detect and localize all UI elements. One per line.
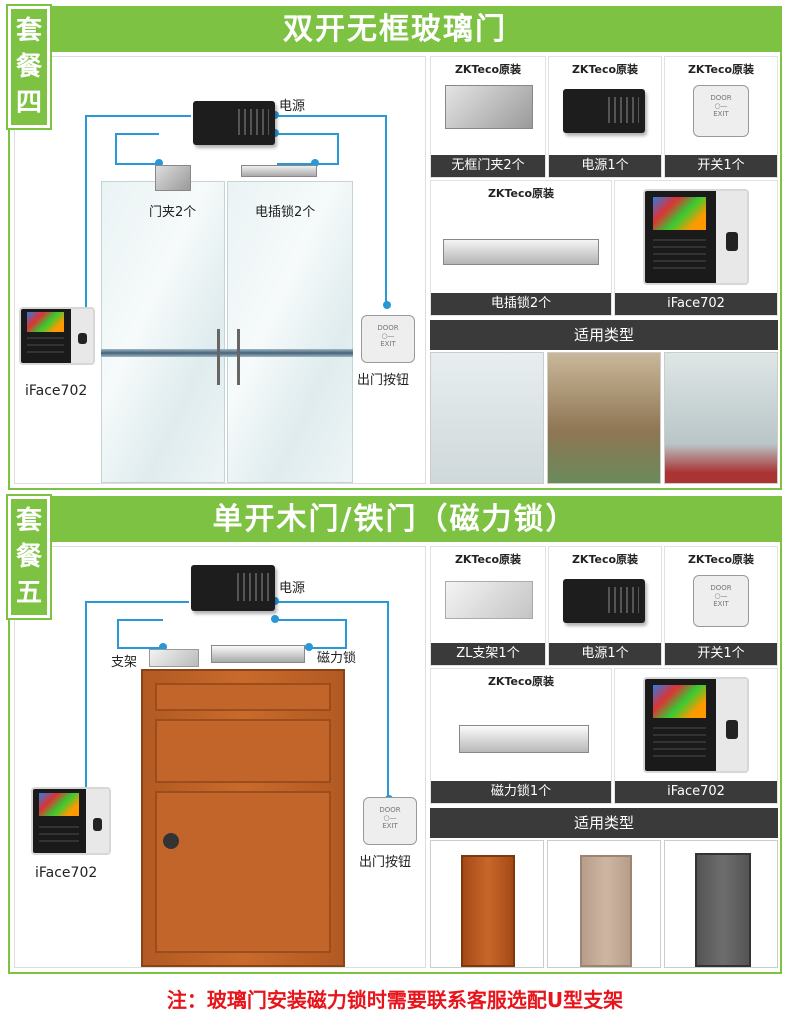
component-list: ZKTeco原装 无框门夹2个 ZKTeco原装 电源1个 ZKTeco原装 开… (430, 56, 778, 484)
electric-bolt-image (443, 239, 599, 265)
clamp-label: 门夹2个 (149, 205, 197, 220)
wire-connector (311, 159, 319, 167)
wire (85, 115, 191, 311)
glass-door-photo (547, 352, 661, 484)
device-label: iFace702 (25, 383, 88, 399)
exit-button-label: 出门按钮 (359, 855, 412, 870)
item-electric-bolt: ZKTeco原装 电插锁2个 (430, 180, 612, 316)
iface702-image (643, 189, 749, 285)
magnetic-lock-image (459, 725, 589, 753)
package-title: 单开木门/铁门（磁力锁） (212, 502, 578, 537)
item-exit-switch: ZKTeco原装 开关1个 (664, 546, 778, 666)
iface702-image (643, 677, 749, 773)
glass-door-rail (101, 349, 353, 357)
wire-connector (305, 643, 313, 651)
wire-connector (159, 643, 167, 651)
item-zl-bracket: ZKTeco原装 ZL支架1个 (430, 546, 546, 666)
magnetic-lock (211, 645, 305, 663)
item-power-supply: ZKTeco原装 电源1个 (548, 546, 662, 666)
glass-door-photo (664, 352, 778, 484)
installation-note: 注：玻璃门安装磁力锁时需要联系客服选配U型支架 (166, 988, 624, 1012)
power-supply-image (563, 89, 645, 133)
iface702-device (31, 787, 111, 855)
exit-button (363, 797, 417, 845)
glass-clamp (155, 165, 191, 191)
steel-door-photo (664, 840, 778, 968)
wire (85, 601, 189, 803)
package-tag: 套 餐 五 (6, 494, 52, 620)
power-supply-image (563, 579, 645, 623)
wood-door-photo (430, 840, 544, 968)
wire (277, 133, 339, 165)
bracket (149, 649, 199, 667)
component-list: ZKTeco原装 ZL支架1个 ZKTeco原装 电源1个 ZKTeco原装 开… (430, 546, 778, 968)
bolt-label: 电插锁2个 (255, 205, 316, 220)
wire-connector (271, 111, 279, 119)
package-header (10, 8, 780, 52)
glass-door-left (101, 181, 225, 483)
package-tag: 套 餐 四 (6, 4, 52, 130)
power-label: 电源 (279, 99, 306, 114)
package-header (10, 498, 780, 542)
item-magnetic-lock: ZKTeco原装 磁力锁1个 (430, 668, 612, 804)
glass-door-right (227, 181, 353, 483)
glass-door-photo (430, 352, 544, 484)
wire-connector (271, 615, 279, 623)
exit-button (361, 315, 415, 363)
power-supply (191, 565, 275, 611)
bracket-label: 支架 (111, 655, 138, 670)
wire-connector (155, 159, 163, 167)
maglock-label: 磁力锁 (317, 651, 357, 666)
electric-bolt-lock (241, 165, 317, 177)
wire (115, 133, 159, 165)
installation-diagram: 电源 门夹2个 电插锁2个 iFace702 出门按钮 (14, 56, 426, 484)
clamp-image (445, 85, 533, 129)
exit-switch-image (693, 575, 749, 627)
iface702-device (19, 307, 95, 365)
wire-connector (271, 597, 279, 605)
package-title: 双开无框玻璃门 (283, 12, 507, 47)
item-exit-switch: ZKTeco原装 开关1个 (664, 56, 778, 178)
item-power-supply: ZKTeco原装 电源1个 (548, 56, 662, 178)
exit-button-label: 出门按钮 (357, 373, 410, 388)
wooden-door (141, 669, 345, 967)
door-knob (163, 833, 179, 849)
installation-diagram: 电源 支架 磁力锁 iFace702 出门按钮 (14, 546, 426, 968)
applicable-types-band: 适用类型 (430, 320, 778, 350)
item-frameless-clamp: ZKTeco原装 无框门夹2个 (430, 56, 546, 178)
wire (117, 619, 163, 649)
device-label: iFace702 (35, 865, 98, 881)
wire-connector (383, 301, 391, 309)
power-label: 电源 (279, 581, 306, 596)
wire (277, 601, 389, 799)
wire (277, 115, 387, 305)
item-iface702: iFace702 (614, 668, 778, 804)
package-five: 单开木门/铁门（磁力锁） 套 餐 五 电源 支架 磁力锁 (6, 494, 782, 974)
item-iface702: iFace702 (614, 180, 778, 316)
zl-bracket-image (445, 581, 533, 619)
wood-door-photo (547, 840, 661, 968)
power-supply (193, 101, 275, 145)
wire-connector (271, 129, 279, 137)
exit-switch-image (693, 85, 749, 137)
applicable-types-band: 适用类型 (430, 808, 778, 838)
package-four: 双开无框玻璃门 套 餐 四 电源 门夹2个 电插锁2个 (6, 4, 782, 490)
door-handle (237, 329, 240, 385)
door-handle (217, 329, 220, 385)
